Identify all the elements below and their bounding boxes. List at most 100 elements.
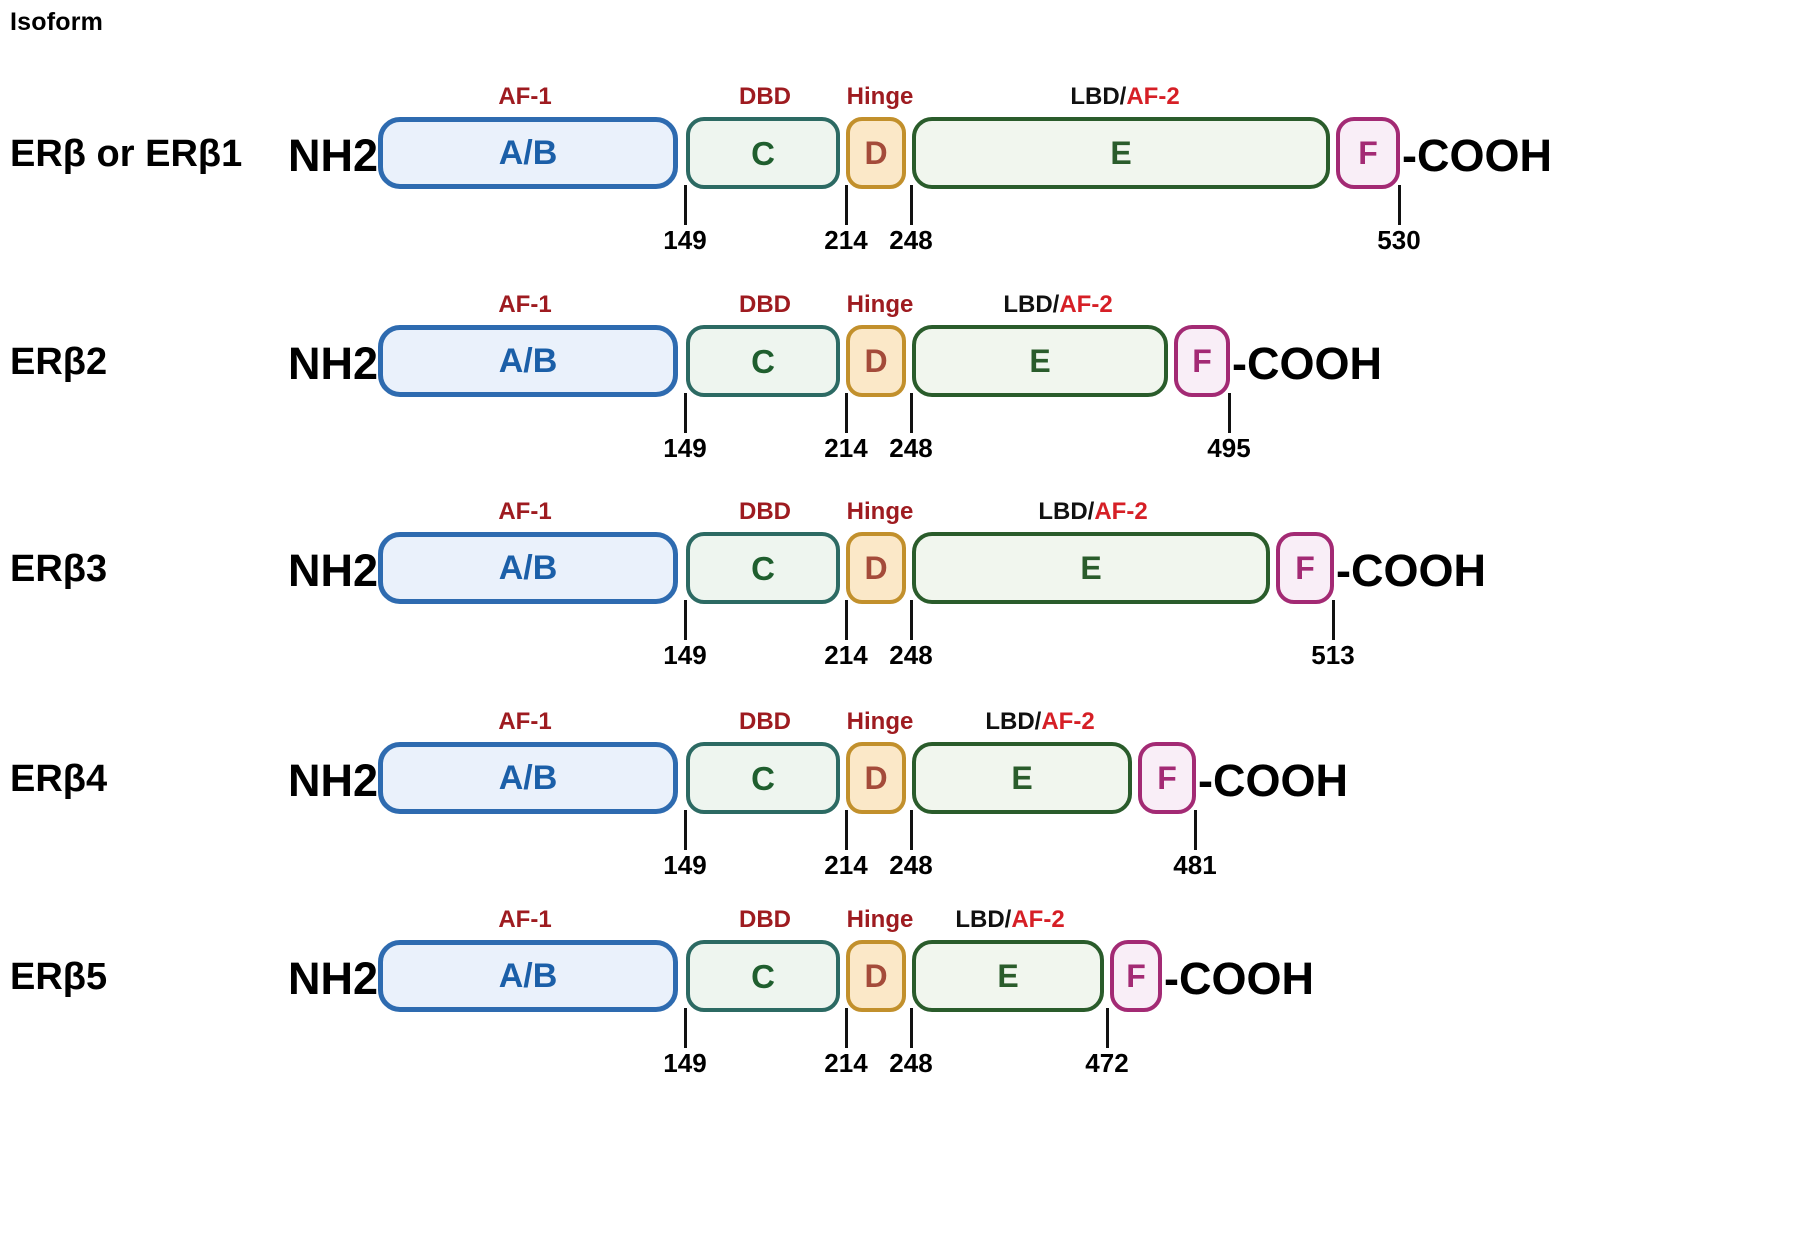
domain-box-c[interactable]: C [686,117,840,189]
tick-number-end: 481 [1173,850,1217,880]
tick-mark-214 [845,185,848,225]
annotation-slash: / [1087,498,1095,525]
isoform-row-erbeta5: ERβ5 NH2- AF-1 DBD Hinge LBD/AF-2 A/B C … [0,908,1800,1168]
annotation-slash: / [1004,906,1012,933]
tick-number-214: 214 [824,225,868,255]
domain-box-ab[interactable]: A/B [378,532,678,604]
domain-box-ab[interactable]: A/B [378,742,678,814]
tick-mark-149 [684,810,687,850]
annotation-af2-text: AF-2 [1059,291,1113,318]
annotation-af1: AF-1 [498,498,552,525]
n-terminus-label: NH2- [288,545,394,596]
row-label-erbeta5: ERβ5 [10,956,108,998]
tick-mark-214 [845,600,848,640]
annotation-lbd-text: LBD [985,708,1035,735]
domain-box-ab[interactable]: A/B [378,325,678,397]
row-label-erbeta3: ERβ3 [10,548,108,590]
domain-box-f[interactable]: F [1276,532,1334,604]
tick-number-248: 248 [889,225,933,255]
annotation-af2-text: AF-2 [1011,906,1065,933]
isoform-row-erbeta3: ERβ3 NH2- AF-1 DBD Hinge LBD/AF-2 A/B C … [0,500,1800,760]
annotation-lbd-af2: LBD/AF-2 [1038,500,1147,524]
tick-mark-214 [845,393,848,433]
domain-box-f[interactable]: F [1138,742,1196,814]
annotation-af2-text: AF-2 [1041,708,1095,735]
isoform-row-erbeta1: ERβ or ERβ1 NH2- AF-1 DBD Hinge LBD/AF-2… [0,85,1800,345]
domain-box-d[interactable]: D [846,117,906,189]
tick-mark-149 [684,600,687,640]
tick-number-248: 248 [889,1048,933,1078]
domain-box-c[interactable]: C [686,940,840,1012]
tick-mark-149 [684,393,687,433]
annotation-af2-text: AF-2 [1094,498,1148,525]
tick-number-149: 149 [663,433,707,463]
annotation-lbd-af2: LBD/AF-2 [1003,293,1112,317]
domain-box-d[interactable]: D [846,325,906,397]
tick-mark-end [1398,185,1401,225]
annotation-af1: AF-1 [498,291,552,318]
page-title: Isoform [10,8,104,36]
tick-number-end: 472 [1085,1048,1129,1078]
c-terminus-label: -COOH [1336,545,1486,596]
tick-mark-248 [910,600,913,640]
annotation-hinge: Hinge [846,498,914,525]
annotation-slash: / [1119,83,1127,110]
annotation-dbd: DBD [739,708,791,735]
domain-box-e[interactable]: E [912,325,1168,397]
domain-box-e[interactable]: E [912,117,1330,189]
annotation-lbd-af2: LBD/AF-2 [985,710,1094,734]
n-terminus-label: NH2- [288,755,394,806]
annotation-af1: AF-1 [498,906,552,933]
annotation-dbd: DBD [739,83,791,110]
annotation-dbd: DBD [739,906,791,933]
tick-mark-248 [910,1008,913,1048]
domain-box-f[interactable]: F [1336,117,1400,189]
domain-box-e[interactable]: E [912,532,1270,604]
domain-box-f[interactable]: F [1174,325,1230,397]
annotation-slash: / [1052,291,1060,318]
n-terminus-label: NH2- [288,338,394,389]
annotation-hinge: Hinge [846,708,914,735]
tick-number-214: 214 [824,1048,868,1078]
tick-number-248: 248 [889,433,933,463]
domain-box-c[interactable]: C [686,532,840,604]
tick-mark-149 [684,185,687,225]
domain-box-ab[interactable]: A/B [378,940,678,1012]
tick-mark-end [1332,600,1335,640]
row-label-erbeta2: ERβ2 [10,341,108,383]
c-terminus-label: -COOH [1232,338,1382,389]
annotation-lbd-af2: LBD/AF-2 [1070,85,1179,109]
domain-box-d[interactable]: D [846,742,906,814]
row-label-erbeta1: ERβ or ERβ1 [10,133,243,175]
tick-number-end: 513 [1311,640,1355,670]
tick-number-248: 248 [889,850,933,880]
tick-number-214: 214 [824,850,868,880]
c-terminus-label: -COOH [1402,130,1552,181]
tick-number-end: 495 [1207,433,1251,463]
domain-box-e[interactable]: E [912,742,1132,814]
domain-box-f[interactable]: F [1110,940,1162,1012]
tick-number-149: 149 [663,225,707,255]
domain-box-d[interactable]: D [846,940,906,1012]
c-terminus-label: -COOH [1164,953,1314,1004]
tick-mark-248 [910,393,913,433]
annotation-slash: / [1034,708,1042,735]
domain-box-e[interactable]: E [912,940,1104,1012]
isoform-row-erbeta2: ERβ2 NH2- AF-1 DBD Hinge LBD/AF-2 A/B C … [0,293,1800,553]
tick-number-248: 248 [889,640,933,670]
tick-number-214: 214 [824,640,868,670]
tick-mark-248 [910,185,913,225]
tick-number-214: 214 [824,433,868,463]
domain-box-d[interactable]: D [846,532,906,604]
domain-box-ab[interactable]: A/B [378,117,678,189]
domain-box-c[interactable]: C [686,325,840,397]
n-terminus-label: NH2- [288,130,394,181]
annotation-dbd: DBD [739,498,791,525]
annotation-hinge: Hinge [846,291,914,318]
tick-number-149: 149 [663,1048,707,1078]
isoform-row-erbeta4: ERβ4 NH2- AF-1 DBD Hinge LBD/AF-2 A/B C … [0,710,1800,970]
domain-box-c[interactable]: C [686,742,840,814]
tick-mark-end [1106,1008,1109,1048]
annotation-af2-text: AF-2 [1126,83,1180,110]
tick-mark-214 [845,1008,848,1048]
